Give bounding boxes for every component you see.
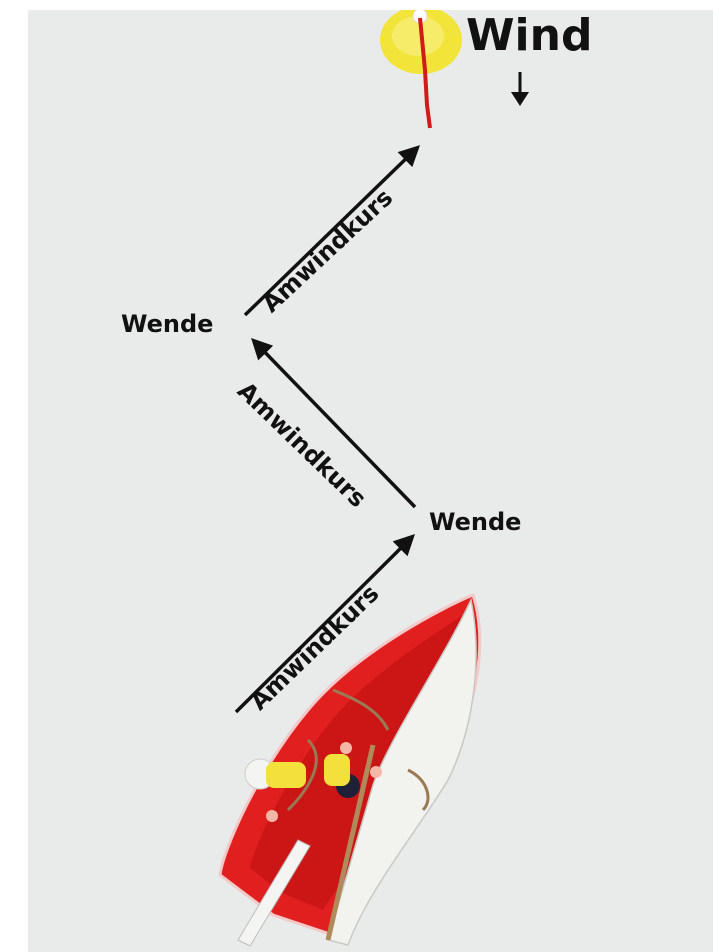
diagram-graphics [28, 10, 713, 952]
diagram-canvas: Wind Wende Wende Amwindkurs Amwindkurs A… [28, 10, 713, 952]
buoy-icon [380, 10, 462, 128]
tack-label-upper: Wende [121, 312, 213, 336]
wind-label: Wind [466, 14, 592, 58]
tack-label-lower: Wende [429, 510, 521, 534]
wind-arrow-icon [511, 72, 529, 106]
sailboat-icon [220, 595, 480, 946]
